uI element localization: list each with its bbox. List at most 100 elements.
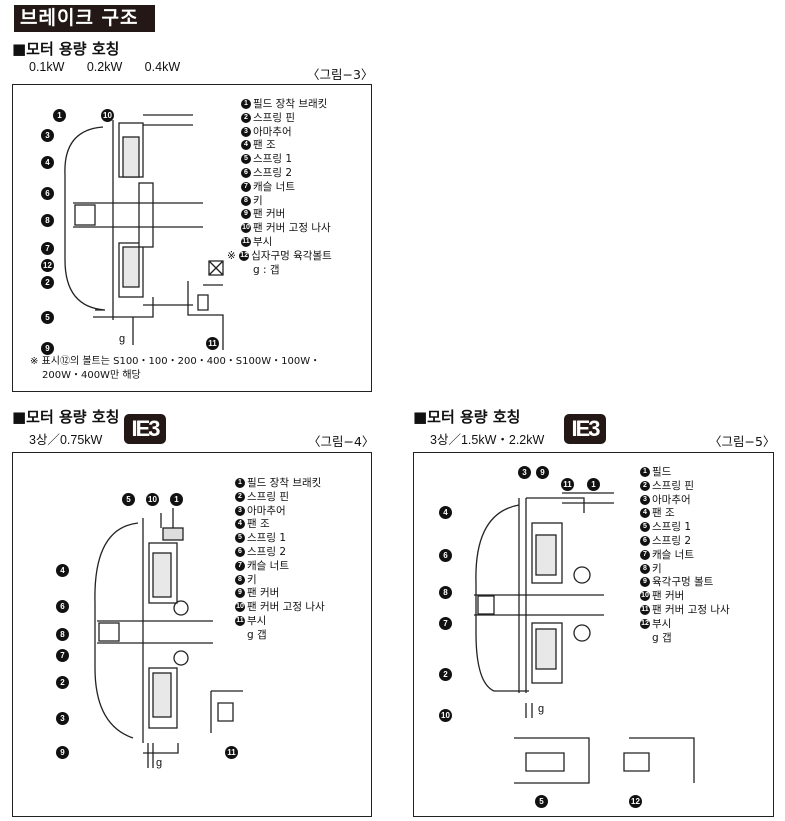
- legend-label: 아마추어: [652, 493, 691, 506]
- legend-label: 필드: [652, 466, 672, 478]
- legend-label: 팬 조: [247, 518, 270, 531]
- gap-label: g: [538, 703, 545, 715]
- legend-number: 2: [235, 491, 245, 502]
- figure-4-diagram: [94, 508, 243, 768]
- legend-label: 캐슬 너트: [652, 548, 694, 561]
- part-callout: 1: [587, 478, 600, 491]
- legend-number: 2: [640, 480, 650, 491]
- legend-number: 8: [235, 574, 245, 585]
- legend-number: 11: [235, 615, 245, 626]
- legend-number: 6: [640, 535, 650, 546]
- part-callout: 9: [41, 342, 54, 355]
- section-2-heading: ■모터 용량 호칭: [12, 408, 120, 426]
- part-callout: 12: [629, 795, 642, 808]
- part-callout: 5: [122, 493, 135, 506]
- part-callout: 6: [56, 600, 69, 613]
- legend-label: 스프링 1: [652, 521, 691, 534]
- legend-number: 7: [640, 549, 650, 560]
- legend-label: 팬 커버: [247, 587, 280, 600]
- legend-number: 3: [235, 505, 245, 516]
- legend-label: 키: [652, 562, 662, 575]
- legend-label: 팬 커버 고정 나사: [253, 222, 331, 235]
- legend-label: 키: [253, 194, 263, 207]
- legend-label: 아마추어: [253, 125, 292, 138]
- legend-number: 8: [241, 195, 251, 206]
- part-callout: 8: [56, 628, 69, 641]
- part-callout: 7: [41, 242, 54, 255]
- legend-label: 필드 장착 브래킷: [253, 98, 328, 110]
- figure-5-diagram: [474, 492, 695, 784]
- figure-5-label: 〈그림−5〉: [709, 434, 776, 449]
- note-mark: ※: [227, 249, 240, 262]
- legend-label: 필드 장착 브래킷: [247, 477, 322, 489]
- section-1-heading: ■모터 용량 호칭: [12, 40, 120, 58]
- legend-number: 4: [640, 508, 650, 519]
- legend-label: g 갭: [652, 631, 672, 644]
- part-callout: 7: [56, 649, 69, 662]
- legend-number: 1: [241, 99, 251, 109]
- legend-item: g : 갭: [241, 264, 332, 278]
- legend-label: 팬 조: [253, 139, 276, 152]
- part-callout: 3: [41, 129, 54, 142]
- part-callout: 4: [56, 564, 69, 577]
- gap-label: g: [156, 757, 163, 769]
- legend-label: 아마추어: [247, 504, 286, 517]
- legend-label: 스프링 핀: [253, 111, 295, 124]
- part-callout: 9: [56, 746, 69, 759]
- part-callout: 3: [518, 466, 531, 479]
- legend-label: 부시: [652, 617, 672, 630]
- page-title: 브레이크 구조: [14, 5, 155, 32]
- legend-number: 1: [640, 467, 650, 477]
- legend-number: 9: [640, 577, 650, 588]
- legend-label: 팬 조: [652, 507, 675, 520]
- part-callout: 6: [439, 549, 452, 562]
- legend-number: 9: [241, 209, 251, 220]
- section-3-heading: ■모터 용량 호칭: [413, 408, 521, 426]
- legend-label: g : 갭: [253, 263, 280, 276]
- part-callout: 6: [41, 187, 54, 200]
- legend-number: 12: [640, 618, 650, 629]
- part-callout: 3: [56, 712, 69, 725]
- legend-number: 5: [640, 522, 650, 533]
- legend-label: 스프링 2: [247, 545, 286, 558]
- note-line-1: ※ 표시⑫의 볼트는 S100・100・200・400・S100W・100W・: [30, 356, 321, 367]
- legend-item: g 갭: [640, 632, 730, 646]
- part-callout: 4: [41, 156, 54, 169]
- legend-label: 스프링 2: [652, 534, 691, 547]
- part-callout: 11: [225, 746, 238, 759]
- legend-label: 스프링 2: [253, 166, 292, 179]
- legend-label: 스프링 1: [247, 532, 286, 545]
- legend-number: 11: [241, 236, 251, 247]
- figure-3-label: 〈그림−3〉: [307, 67, 374, 82]
- part-callout: 2: [41, 276, 54, 289]
- part-callout: 10: [439, 709, 452, 722]
- legend-label: 팬 커버: [253, 208, 286, 221]
- legend-number: 5: [241, 154, 251, 165]
- legend-number: 1: [235, 478, 245, 488]
- part-callout: 2: [56, 676, 69, 689]
- part-callout: 12: [41, 259, 54, 272]
- legend-number: 2: [241, 112, 251, 123]
- part-callout: 1: [170, 493, 183, 506]
- legend-label: 십자구멍 육각볼트: [251, 249, 332, 262]
- legend-label: 스프링 1: [253, 153, 292, 166]
- part-callout: 10: [146, 493, 159, 506]
- legend-label: 팬 커버 고정 나사: [247, 601, 325, 614]
